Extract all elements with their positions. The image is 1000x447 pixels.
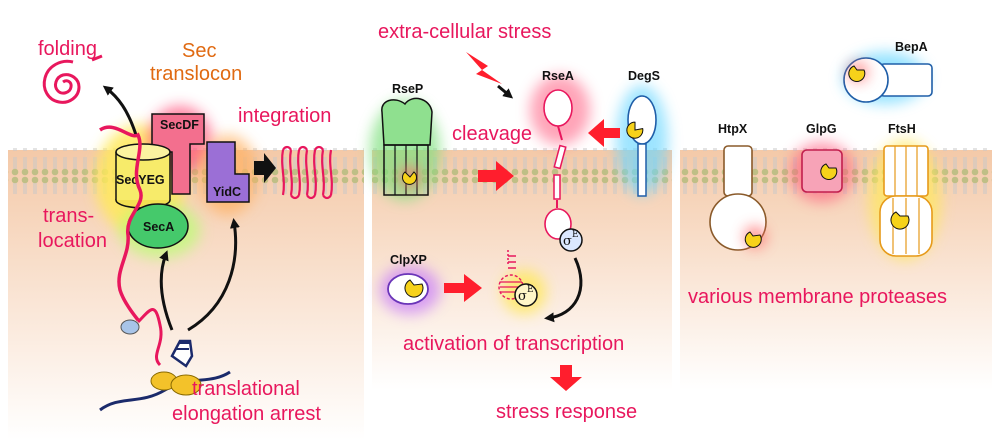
- cleavage-label: cleavage: [452, 123, 532, 145]
- htpx-protein: HtpX: [709, 122, 767, 251]
- sigma-sup-1: E: [572, 230, 579, 240]
- secyeg-label: SecYEG: [116, 173, 165, 187]
- folded-protein-spiral: [42, 59, 81, 104]
- lightning-icon: [466, 52, 502, 84]
- rsep-label: RseP: [392, 82, 423, 96]
- rsea-protein: RseA: [542, 69, 574, 240]
- integration-arrow: [254, 153, 276, 183]
- bepa-protein: BepA: [843, 40, 933, 103]
- clpxp-arrow: [444, 274, 482, 302]
- translational-label-1: translational: [192, 378, 300, 400]
- sigma-e-free: σ E: [514, 283, 538, 307]
- bepa-label: BepA: [895, 40, 928, 54]
- various-proteases-label: various membrane proteases: [688, 286, 947, 308]
- ribosome-arrest: [99, 308, 231, 412]
- secdf-label: SecDF: [160, 118, 199, 132]
- ftsh-label: FtsH: [888, 122, 916, 136]
- sigma-label-2: σ: [518, 289, 527, 304]
- glpg-label: GlpG: [806, 122, 837, 136]
- ftsh-protein: FtsH: [879, 122, 933, 257]
- clpxp-protein: ClpXP: [387, 253, 429, 305]
- extracellular-stress-label: extra-cellular stress: [378, 21, 551, 43]
- yidc-label: YidC: [213, 185, 241, 199]
- integrated-helices: [281, 145, 333, 200]
- sigma-sup-2: E: [527, 285, 534, 295]
- sec-translocon-label-2: translocon: [150, 63, 242, 85]
- activation-label: activation of transcription: [403, 333, 624, 355]
- htpx-label: HtpX: [718, 122, 748, 136]
- secyeg-protein: SecYEG: [115, 143, 171, 209]
- sec-translocon-label-1: Sec: [182, 40, 216, 62]
- translational-label-2: elongation arrest: [172, 403, 321, 425]
- glpg-protein: GlpG: [801, 122, 843, 193]
- sigma-label-1: σ: [563, 234, 572, 249]
- degs-protein: DegS: [626, 69, 660, 197]
- sigma-e-bound: σ E: [559, 228, 583, 252]
- nascent-chain: [99, 125, 143, 322]
- degs-cleavage-arrow: [588, 119, 620, 147]
- folding-label: folding: [38, 38, 97, 60]
- stress-response-arrow: [550, 365, 582, 391]
- translocation-label-1: trans-: [43, 205, 94, 227]
- seca-protein: SecA: [127, 203, 189, 249]
- yidc-protein: YidC: [206, 141, 250, 203]
- rsep-protein: RseP: [381, 82, 433, 196]
- degs-label: DegS: [628, 69, 660, 83]
- clpxp-label: ClpXP: [390, 253, 427, 267]
- seca-label: SecA: [143, 220, 174, 234]
- rsep-cleavage-arrow: [478, 161, 514, 191]
- stress-response-label: stress response: [496, 401, 637, 423]
- translocation-label-2: location: [38, 230, 107, 252]
- rsea-label: RseA: [542, 69, 574, 83]
- integration-label: integration: [238, 105, 331, 127]
